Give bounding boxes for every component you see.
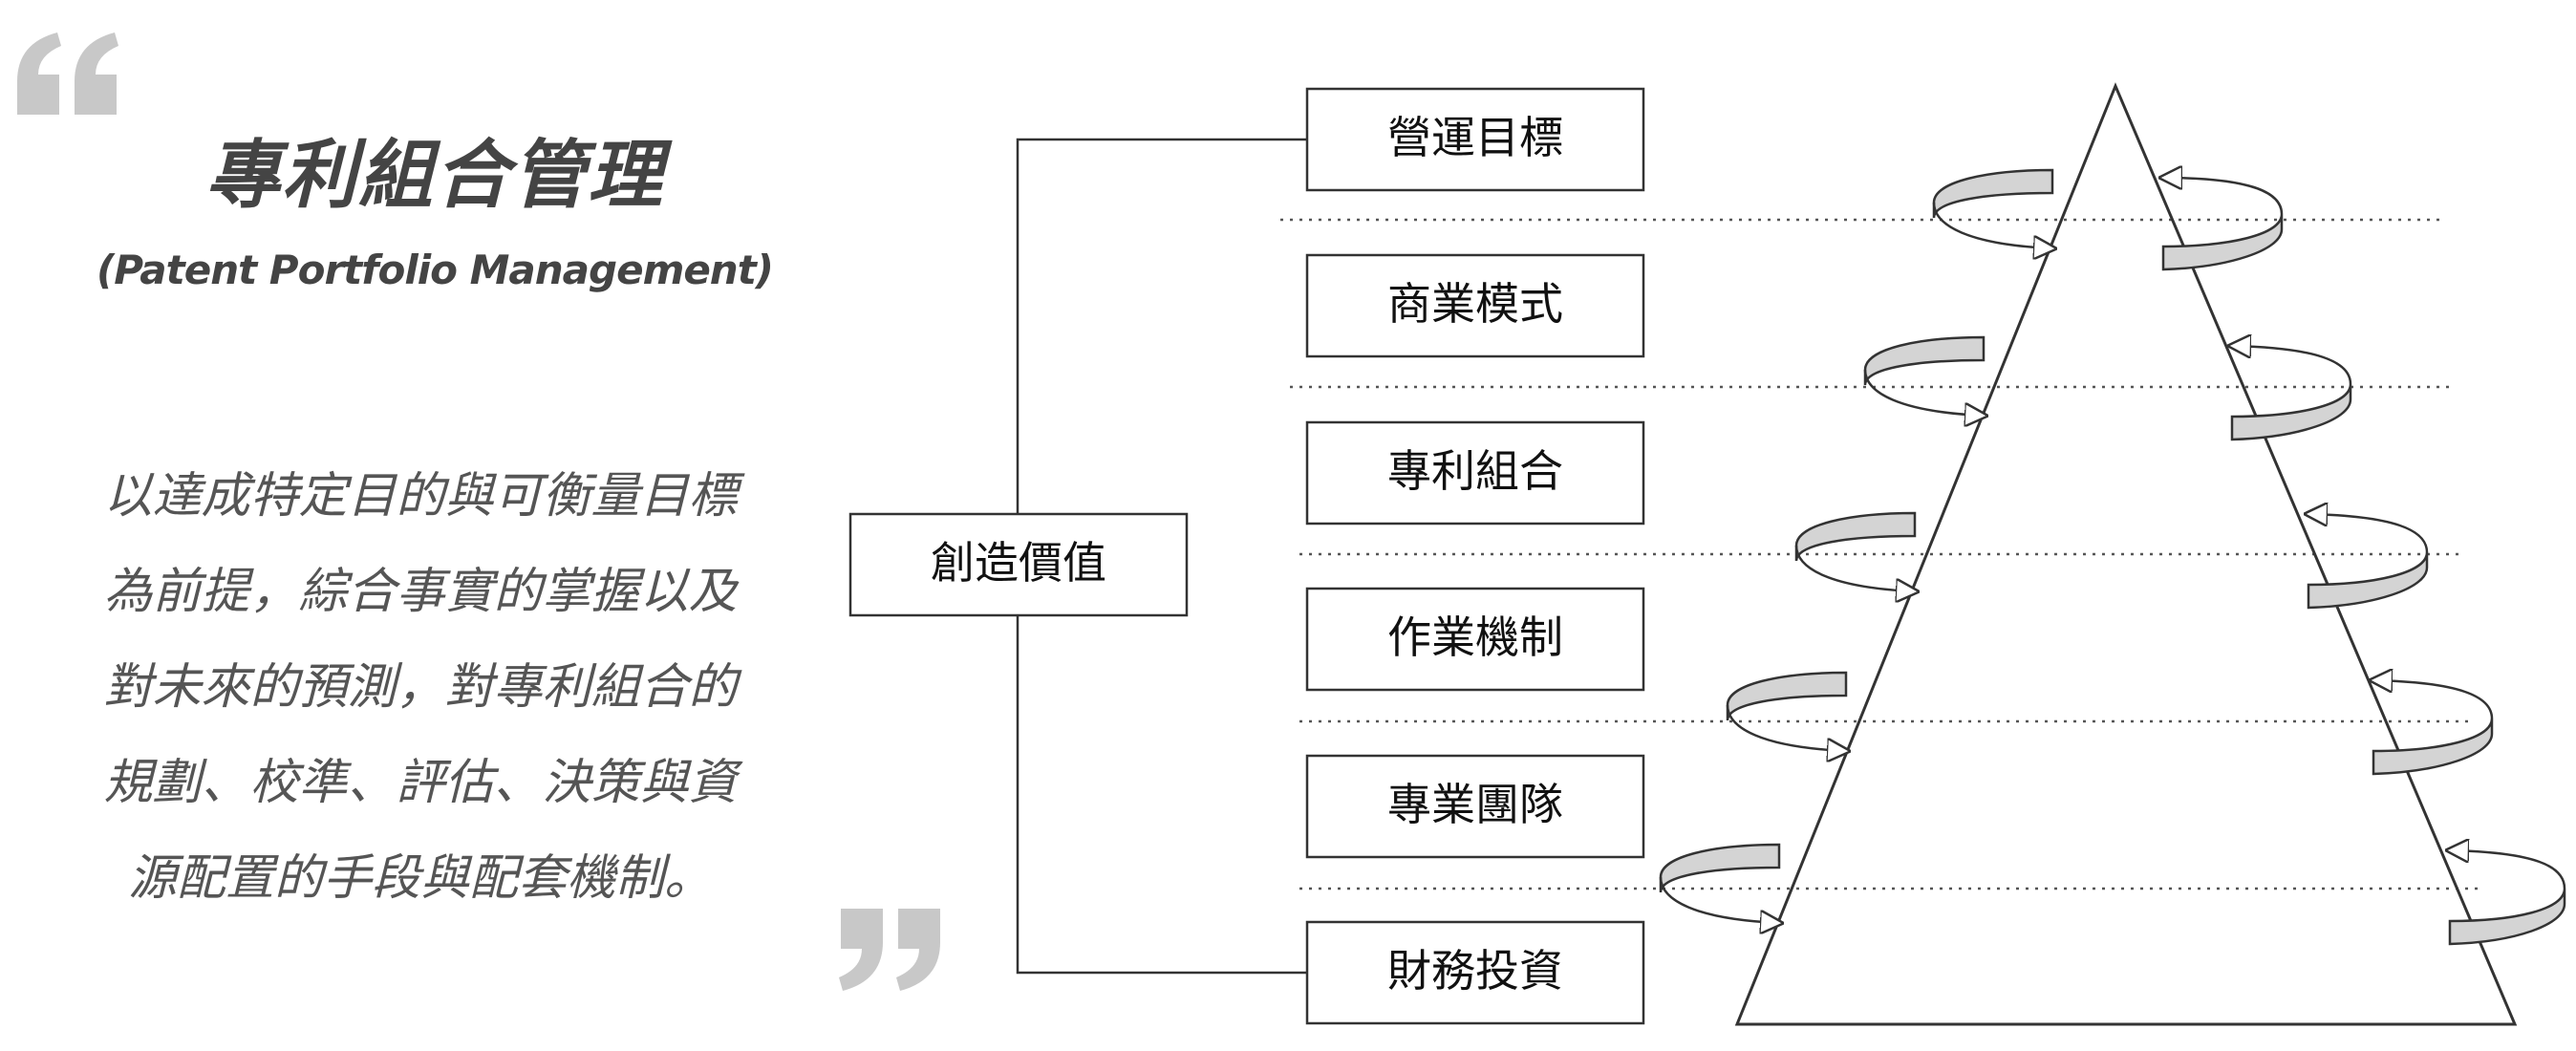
level-node-4: 作業機制	[1305, 587, 1645, 692]
description-line: 為前提，綜合事實的掌握以及	[103, 564, 738, 620]
open-quote-icon	[17, 32, 118, 115]
level-node-5: 專業團隊	[1305, 754, 1645, 859]
description-line: 源配置的手段與配套機制。	[127, 850, 713, 907]
rotation-arrow-icon	[2450, 850, 2566, 946]
close-quote-icon	[839, 909, 940, 991]
description-line: 對未來的預測，對專利組合的	[103, 659, 738, 716]
page-subtitle: (Patent Portfolio Management)	[97, 246, 774, 293]
level-node-3: 專利組合	[1305, 420, 1645, 526]
rotation-arrow-icon	[1863, 335, 1984, 416]
description-line: 規劃、校準、評估、決策與資	[103, 755, 738, 811]
rotation-arrow-icon	[2232, 346, 2352, 441]
level-label: 商業模式	[1387, 278, 1563, 330]
rotation-arrow-icon	[1794, 511, 1915, 591]
heading-block: 專利組合管理 (Patent Portfolio Management)	[38, 133, 831, 293]
level-label: 專利組合	[1387, 445, 1563, 497]
rotation-arrow-icon	[2373, 680, 2494, 776]
level-label: 作業機制	[1387, 611, 1563, 663]
level-label: 專業團隊	[1387, 779, 1563, 830]
rotation-arrow-icon	[1726, 671, 1846, 751]
page-title: 專利組合管理	[204, 133, 664, 219]
pyramid-triangle	[1734, 82, 2518, 1026]
description-line: 以達成特定目的與可衡量目標	[103, 468, 738, 525]
rotation-arrow-icon	[2308, 514, 2429, 610]
root-node: 創造價值	[848, 512, 1189, 617]
level-node-1: 營運目標	[1305, 87, 1645, 192]
rotation-arrows-right	[2163, 178, 2566, 946]
rotation-arrow-icon	[1932, 168, 2052, 248]
rotation-arrow-icon	[2163, 178, 2284, 271]
root-label: 創造價值	[931, 537, 1106, 589]
description-block: 以達成特定目的與可衡量目標 為前提，綜合事實的掌握以及 對未來的預測，對專利組合…	[48, 449, 793, 927]
rotation-arrows-left	[1659, 168, 2052, 923]
level-label: 營運目標	[1387, 112, 1563, 163]
level-node-2: 商業模式	[1305, 253, 1645, 358]
level-node-6: 財務投資	[1305, 920, 1645, 1025]
rotation-arrow-icon	[1659, 843, 1779, 923]
level-label: 財務投資	[1387, 945, 1563, 997]
